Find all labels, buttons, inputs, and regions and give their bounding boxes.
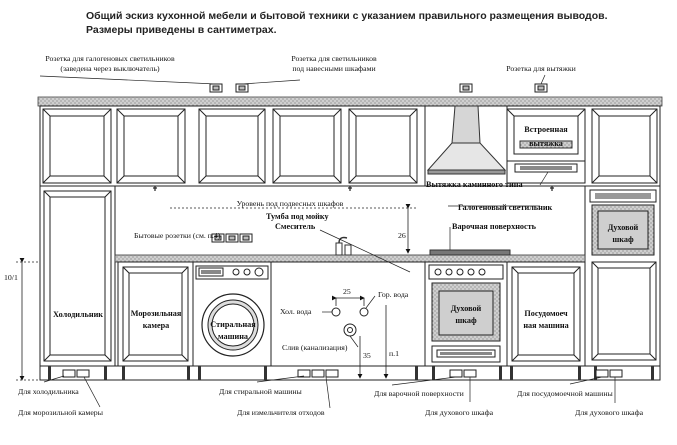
label-fridge: Холодильник (53, 310, 103, 319)
label-socket-oven-2: Для духового шкафа (575, 408, 644, 417)
label-dishwasher-1: Посудомоеч (524, 309, 568, 318)
label-dim-35: 35 (363, 351, 371, 360)
label-hood-socket: Розетка для вытяжки (506, 64, 576, 73)
plinth (39, 365, 661, 381)
upper-door-1 (42, 108, 112, 184)
sink-cabinet (270, 261, 426, 367)
label-builtin-hood-2: вытяжка (529, 139, 563, 148)
builtin-hood-cabinet (506, 108, 586, 184)
label-dim-25: 25 (343, 287, 351, 296)
label-socket-washer: Для стиральной машины (219, 387, 303, 396)
fireplace-hood (424, 105, 508, 187)
label-dim-10: 10/1 (4, 273, 18, 282)
upper-door-3 (198, 108, 266, 184)
pipe-outlets (331, 307, 369, 337)
dishwasher-cabinet (506, 261, 586, 367)
diagram-title: Общий эскиз кухонной мебели и бытовой те… (86, 10, 608, 36)
tall-oven-column (584, 185, 661, 367)
upper-door-4 (272, 108, 342, 184)
label-oven-mid-1: Духовой (451, 304, 482, 313)
upper-cabinet-hooks (153, 186, 554, 191)
upper-cornice (37, 96, 663, 107)
upper-door-5 (348, 108, 418, 184)
label-cold-water: Хол. вода (280, 307, 312, 316)
label-hot-water: Гор. вода (378, 290, 409, 299)
label-oven-mid-2: шкаф (455, 316, 477, 325)
label-drain: Слив (канализация) (282, 343, 348, 352)
label-socket-fridge: Для холодильника (18, 387, 79, 396)
label-hob: Варочная поверхность (452, 222, 537, 231)
oven-cabinet (424, 261, 508, 367)
label-fireplace-hood: Вытяжка каминного типа (426, 180, 523, 189)
label-cabinet-level: Уровень под подвесных шкафов (237, 199, 344, 208)
countertop (114, 254, 586, 263)
label-cabinet-light-1: Розетка для светильников (291, 54, 377, 63)
hob (429, 249, 511, 256)
upper-door-6 (591, 108, 658, 184)
label-freezer-1: Морозильная (131, 309, 182, 318)
label-washer-2: машина (218, 332, 248, 341)
label-socket-freezer: Для морозильной камеры (18, 408, 104, 417)
fridge-column (39, 185, 116, 367)
label-halogen-lamp: Галогеновый светильник (458, 203, 553, 212)
label-socket-dishwasher: Для посудомоечной машины (517, 389, 613, 398)
label-dim-n1: п.1 (389, 349, 399, 358)
label-freezer-2: камера (143, 321, 170, 330)
upper-door-2 (116, 108, 186, 184)
washing-machine (192, 261, 272, 367)
label-builtin-hood-1: Встроенная (524, 125, 568, 134)
label-appliance-sockets: Бытовые розетки (см. п.4) (134, 231, 221, 240)
base-freezer-cabinet (117, 261, 194, 367)
label-halogen-socket-2: (заведена через выключатель) (60, 64, 160, 73)
label-dishwasher-2: ная машина (523, 321, 568, 330)
label-dim-26: 26 (398, 231, 406, 240)
label-socket-grinder: Для измельчителя отходов (237, 408, 325, 417)
label-oven-top-2: шкаф (612, 235, 634, 244)
label-socket-oven: Для духового шкафа (425, 408, 494, 417)
label-oven-top-1: Духовой (608, 223, 639, 232)
label-halogen-socket-1: Розетка для галогеновых светильников (45, 54, 175, 63)
socket-icon (62, 83, 623, 378)
leader-lines (39, 74, 616, 409)
label-washer-1: Стиральная (210, 320, 256, 329)
label-mixer: Смеситель (275, 222, 316, 231)
dimension-lines (16, 204, 418, 381)
label-socket-hob: Для варочной поверхности (374, 389, 464, 398)
label-sink-stand: Тумба под мойку (266, 212, 329, 221)
label-cabinet-light-2: под навесными шкафами (292, 64, 375, 73)
